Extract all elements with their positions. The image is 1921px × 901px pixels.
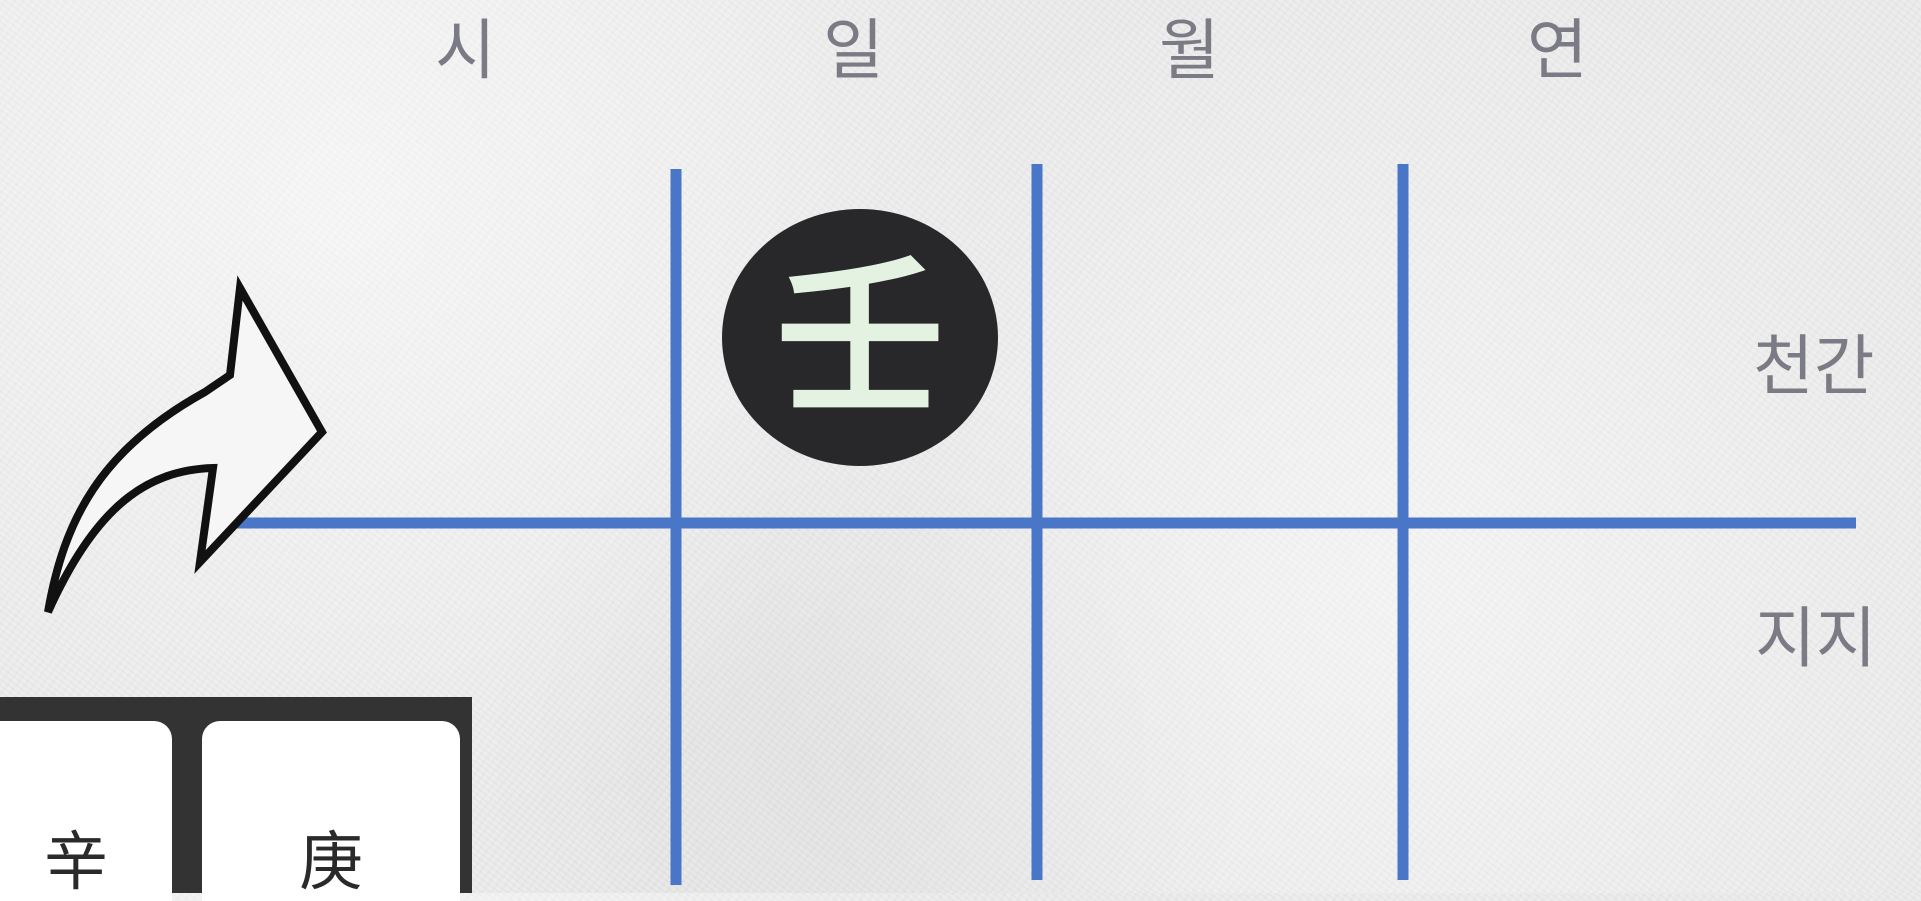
card-character: 庚	[299, 826, 363, 900]
column-label-hour: 시	[435, 12, 496, 89]
grid-lines	[218, 164, 1856, 885]
character-card[interactable]: 辛	[0, 721, 172, 901]
column-label-day: 일	[823, 12, 884, 89]
character-card[interactable]: 庚	[202, 721, 460, 901]
day-stem-character: 壬	[776, 238, 944, 437]
day-stem-badge: 壬	[722, 209, 998, 466]
column-label-year: 연	[1527, 12, 1588, 89]
column-label-month: 월	[1159, 12, 1220, 89]
card-character: 辛	[44, 826, 108, 900]
row-label-earthly-branch: 지지	[1755, 600, 1877, 677]
row-label-heavenly-stem: 천간	[1753, 328, 1875, 405]
curved-arrow-icon	[44, 275, 327, 614]
